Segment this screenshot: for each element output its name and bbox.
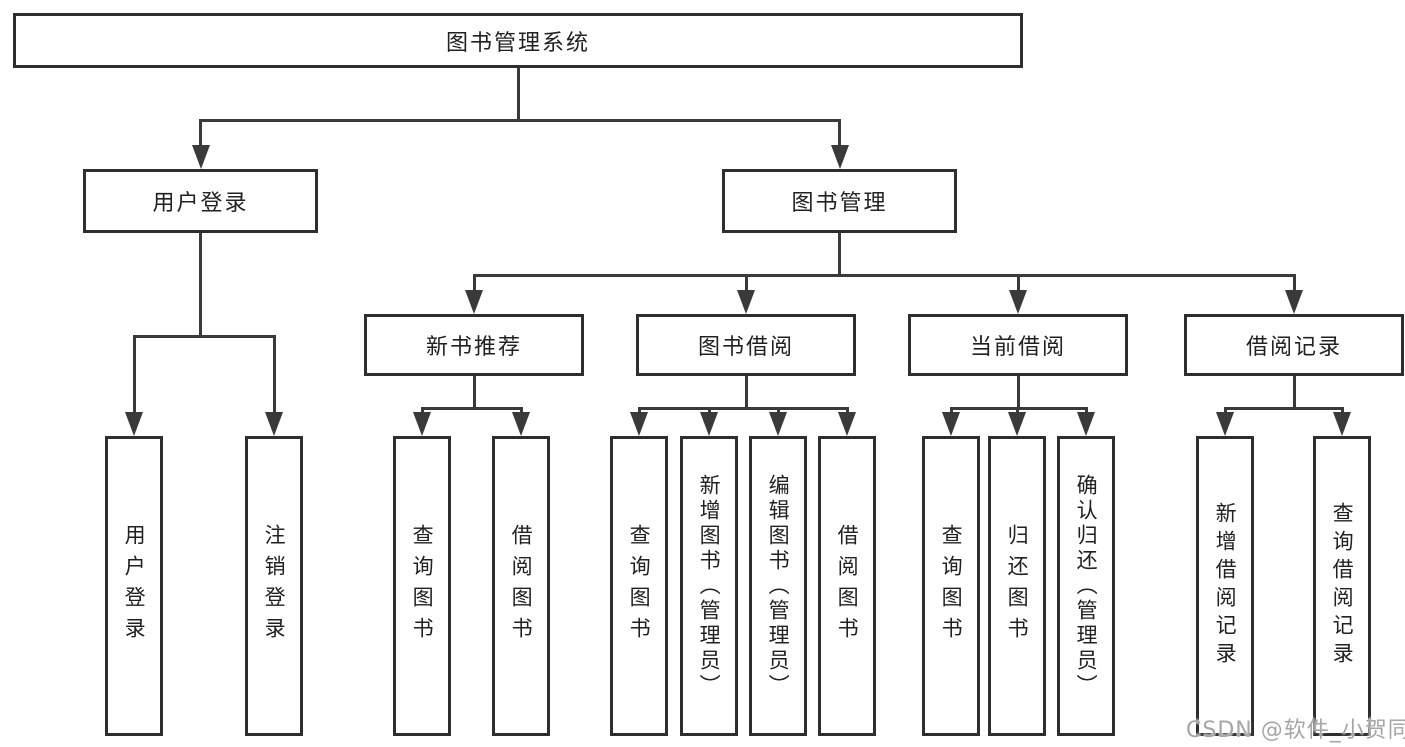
node-user-login-label: 用户登录 xyxy=(152,191,249,216)
edge-to-leaf-record-query xyxy=(1340,407,1344,415)
edge-to-new-book xyxy=(472,274,476,292)
leaf-borrow-add-label: 新增图书（管理员） xyxy=(697,473,722,699)
arrowhead-to-book-mgmt xyxy=(830,145,849,169)
leaf-borrow-edit-label: 编辑图书（管理员） xyxy=(766,473,791,699)
edge-to-leaf-borrow-borrow xyxy=(845,407,849,415)
edge-root-trunk xyxy=(516,68,520,119)
edge-borrow-record-trunk xyxy=(1292,376,1296,407)
node-current-borrow-label: 当前借阅 xyxy=(969,335,1066,360)
arrowhead-to-leaf-newbook-borrow xyxy=(512,412,530,436)
edge-to-leaf-borrow-edit xyxy=(776,407,780,415)
arrowhead-to-leaf-borrow-borrow xyxy=(838,412,856,436)
edge-to-book-borrow xyxy=(744,274,748,292)
arrowhead-to-leaf-borrow-edit xyxy=(769,412,787,436)
arrowhead-to-current-borrow xyxy=(1009,290,1027,314)
edge-to-leaf-current-query xyxy=(949,407,953,415)
edge-to-leaf-borrow-query xyxy=(637,407,641,415)
arrowhead-to-new-book xyxy=(465,290,483,314)
edge-to-leaf-newbook-query xyxy=(420,407,424,415)
edge-root-to-book-mgmt xyxy=(838,119,841,150)
leaf-current-return: 归还图书 xyxy=(988,436,1046,736)
leaf-current-confirm-label: 确认归还（管理员） xyxy=(1074,473,1099,699)
node-borrow-record-label: 借阅记录 xyxy=(1245,335,1342,360)
edge-to-leaf-current-confirm xyxy=(1084,407,1088,415)
edge-book-mgmt-trunk xyxy=(838,233,841,274)
leaf-current-query: 查询图书 xyxy=(922,436,980,736)
node-new-book-label: 新书推荐 xyxy=(425,335,522,360)
leaf-logout-label: 注销登录 xyxy=(262,524,287,648)
leaf-logout: 注销登录 xyxy=(245,436,303,736)
arrowhead-to-book-borrow xyxy=(737,290,755,314)
leaf-record-query: 查询借阅记录 xyxy=(1313,436,1371,736)
edge-new-book-bus xyxy=(420,407,523,410)
node-current-borrow: 当前借阅 xyxy=(908,314,1128,376)
arrowhead-to-leaf-newbook-query xyxy=(413,412,431,436)
edge-to-leaf-borrow-add xyxy=(707,407,711,415)
arrowhead-to-leaf-record-query xyxy=(1333,412,1351,436)
leaf-newbook-query-label: 查询图书 xyxy=(410,524,435,648)
edge-user-login-trunk xyxy=(199,233,202,335)
edge-borrow-record-bus xyxy=(1223,407,1344,410)
node-book-mgmt-label: 图书管理 xyxy=(791,191,888,216)
node-user-login: 用户登录 xyxy=(83,169,318,233)
leaf-user-login-label: 用户登录 xyxy=(122,524,147,648)
leaf-current-return-label: 归还图书 xyxy=(1005,524,1030,648)
leaf-borrow-query-label: 查询图书 xyxy=(627,524,652,648)
node-root-label: 图书管理系统 xyxy=(445,30,590,56)
leaf-current-confirm: 确认归还（管理员） xyxy=(1057,436,1115,736)
edge-root-bus xyxy=(199,119,841,122)
arrowhead-to-leaf-current-confirm xyxy=(1077,412,1095,436)
node-borrow-record: 借阅记录 xyxy=(1184,314,1404,376)
leaf-user-login: 用户登录 xyxy=(105,436,163,736)
node-book-mgmt: 图书管理 xyxy=(722,169,957,233)
leaf-record-add-label: 新增借阅记录 xyxy=(1213,502,1238,670)
edge-current-borrow-trunk xyxy=(1016,376,1020,407)
leaf-borrow-query: 查询图书 xyxy=(610,436,668,736)
edge-user-login-bus xyxy=(132,335,276,338)
edge-new-book-trunk xyxy=(472,376,476,407)
leaf-borrow-add: 新增图书（管理员） xyxy=(680,436,738,736)
edge-root-to-user-login xyxy=(199,119,202,150)
edge-to-leaf-newbook-borrow xyxy=(519,407,523,415)
edge-book-borrow-trunk xyxy=(744,376,748,407)
edge-book-borrow-bus xyxy=(637,407,849,410)
arrowhead-to-leaf-current-return xyxy=(1008,412,1026,436)
leaf-record-query-label: 查询借阅记录 xyxy=(1330,502,1355,670)
arrowhead-to-leaf-borrow-add xyxy=(700,412,718,436)
leaf-borrow-edit: 编辑图书（管理员） xyxy=(749,436,807,736)
node-new-book: 新书推荐 xyxy=(364,314,584,376)
arrowhead-to-borrow-record xyxy=(1285,290,1303,314)
edge-to-leaf-record-add xyxy=(1223,407,1227,415)
edge-to-leaf-logout xyxy=(272,335,276,412)
edge-to-borrow-record xyxy=(1292,274,1296,292)
leaf-newbook-borrow-label: 借阅图书 xyxy=(509,524,534,648)
node-root: 图书管理系统 xyxy=(13,13,1023,68)
leaf-current-query-label: 查询图书 xyxy=(939,524,964,648)
arrowhead-to-user-login xyxy=(191,145,210,169)
arrowhead-to-leaf-logout xyxy=(265,412,283,436)
edge-current-borrow-bus xyxy=(949,407,1088,410)
arrowhead-to-leaf-user-login xyxy=(125,412,143,436)
node-book-borrow: 图书借阅 xyxy=(636,314,856,376)
leaf-newbook-query: 查询图书 xyxy=(393,436,451,736)
leaf-newbook-borrow: 借阅图书 xyxy=(492,436,550,736)
leaf-borrow-borrow: 借阅图书 xyxy=(818,436,876,736)
arrowhead-to-leaf-current-query xyxy=(942,412,960,436)
edge-to-leaf-user-login xyxy=(132,335,136,412)
csdn-watermark: CSDN @软件_小贺同学 xyxy=(1186,718,1405,743)
leaf-record-add: 新增借阅记录 xyxy=(1196,436,1254,736)
arrowhead-to-leaf-record-add xyxy=(1216,412,1234,436)
edge-book-mgmt-bus xyxy=(472,274,1296,277)
edge-to-leaf-current-return xyxy=(1015,407,1019,415)
edge-to-current-borrow xyxy=(1016,274,1020,292)
arrowhead-to-leaf-borrow-query xyxy=(630,412,648,436)
leaf-borrow-borrow-label: 借阅图书 xyxy=(835,524,860,648)
node-book-borrow-label: 图书借阅 xyxy=(697,335,794,360)
